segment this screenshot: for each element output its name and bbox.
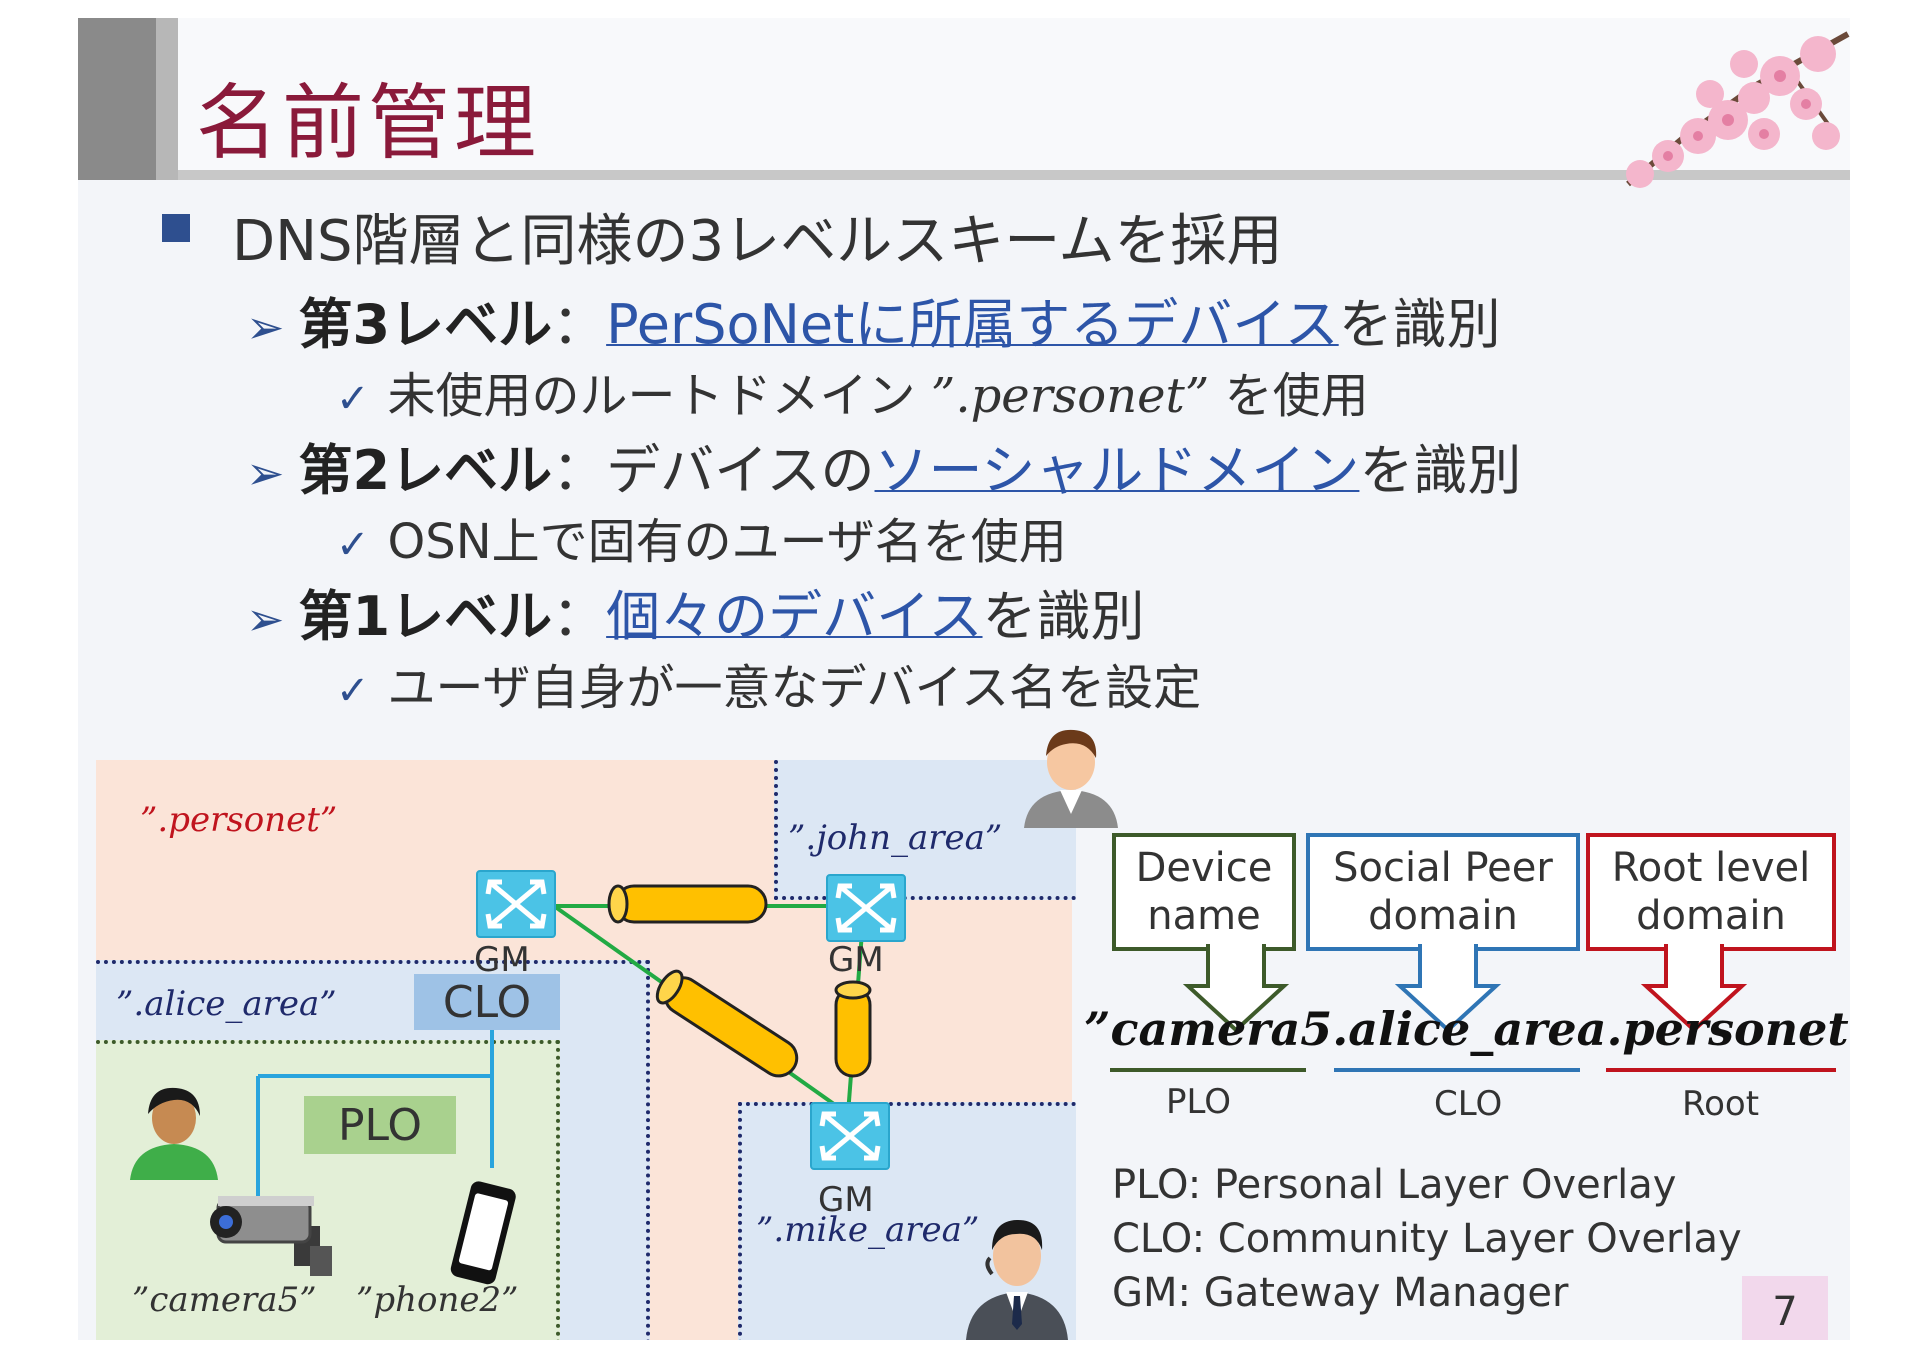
router-icon xyxy=(810,1102,890,1170)
gm-label: GM xyxy=(828,940,884,980)
level1-heading: 第1レベル xyxy=(298,585,553,648)
level1-link[interactable]: 個々のデバイス xyxy=(606,585,983,648)
gm-label: GM xyxy=(818,1180,874,1220)
level1-colon: ： xyxy=(552,585,607,648)
fqdn-social-part: alice_area xyxy=(1348,1002,1607,1056)
check-icon: ✓ xyxy=(336,376,370,422)
level3-sub-post: を使用 xyxy=(1209,368,1369,424)
device-underline xyxy=(1110,1068,1306,1072)
router-icon xyxy=(826,874,906,942)
level1-sub-text: ユーザ自身が一意なデバイス名を設定 xyxy=(387,660,1202,716)
device-name-box: Device name xyxy=(1112,833,1296,951)
level3-sub-pre: 未使用のルートドメイン xyxy=(387,368,931,424)
fqdn-open-quote: ” xyxy=(1084,1002,1111,1056)
level3-bullet: ➢第3レベル：PerSoNetに所属するデバイスを識別 xyxy=(246,280,1501,359)
social-underline xyxy=(1334,1068,1580,1072)
fqdn-device-part: camera5 xyxy=(1110,1002,1333,1056)
level2-sub: ✓ OSN上で固有のユーザ名を使用 xyxy=(336,502,1067,572)
level3-heading: 第3レベル xyxy=(298,293,553,356)
fqdn-dot: . xyxy=(1606,1002,1623,1056)
mike-area-label: ”.mike_area” xyxy=(756,1210,980,1250)
root-underline xyxy=(1606,1068,1836,1072)
fqdn-example: ”camera5.alice_area.personet” xyxy=(1084,1002,1850,1056)
person-icon xyxy=(966,1220,1068,1340)
slide: 名前管理 DNS階層と同様の3レベルスキームを採用 ➢第3レベル：PerSoNe… xyxy=(78,18,1850,1340)
john-area-zone xyxy=(774,760,1076,900)
level1-bullet: ➢第1レベル：個々のデバイスを識別 xyxy=(246,572,1145,651)
level3-link[interactable]: PerSoNetに所属するデバイス xyxy=(606,293,1339,356)
definition-gm: GM: Gateway Manager xyxy=(1112,1270,1569,1316)
level1-sub: ✓ ユーザ自身が一意なデバイス名を設定 xyxy=(336,648,1201,718)
level2-link[interactable]: ソーシャルドメイン xyxy=(874,439,1360,502)
level2-pre: デバイスの xyxy=(606,439,875,502)
level3-colon: ： xyxy=(552,293,607,356)
legend-arrows xyxy=(1182,944,1748,1033)
main-bullet-text: DNS階層と同様の3レベルスキームを採用 xyxy=(232,209,1283,274)
check-icon: ✓ xyxy=(336,668,370,714)
arrow-bullet-icon: ➢ xyxy=(246,300,285,354)
tunnel-icon xyxy=(607,884,768,924)
level3-sub-code: ”.personet” xyxy=(930,368,1210,424)
bullet-square-icon xyxy=(162,214,190,242)
level2-colon: ： xyxy=(552,439,607,502)
phone2-label: ”phone2” xyxy=(356,1280,519,1320)
gm-label: GM xyxy=(474,940,530,980)
person-icon xyxy=(130,1087,218,1180)
person-icon xyxy=(1024,729,1118,828)
definition-plo: PLO: Personal Layer Overlay xyxy=(1112,1162,1677,1208)
alice-area-label: ”.alice_area” xyxy=(116,984,337,1024)
fqdn-dot: . xyxy=(1332,1002,1349,1056)
smartphone-icon xyxy=(450,1181,516,1285)
arrow-bullet-icon: ➢ xyxy=(246,592,285,646)
level1-tail: を識別 xyxy=(982,585,1145,648)
level2-sub-text: OSN上で固有のユーザ名を使用 xyxy=(387,514,1067,570)
john-area-label: ”.john_area” xyxy=(788,818,1003,858)
clo-tag: CLO xyxy=(414,974,560,1030)
social-peer-box: Social Peer domain xyxy=(1306,833,1580,951)
router-icon xyxy=(476,870,556,938)
camera-icon xyxy=(210,1196,332,1276)
title-bar-accent xyxy=(78,18,156,180)
camera5-label: ”camera5” xyxy=(132,1280,317,1320)
check-icon: ✓ xyxy=(336,522,370,568)
tunnel-icon xyxy=(655,969,799,1078)
fqdn-close-quote: ” xyxy=(1849,1002,1850,1056)
plo-tag: PLO xyxy=(304,1096,456,1154)
root-level-box: Root level domain xyxy=(1586,833,1836,951)
cherry-blossom-icon xyxy=(1626,31,1850,188)
abbr-clo: CLO xyxy=(1434,1084,1503,1124)
level3-tail: を識別 xyxy=(1338,293,1501,356)
title-underline xyxy=(178,170,1850,180)
abbr-plo: PLO xyxy=(1166,1082,1231,1122)
level2-heading: 第2レベル xyxy=(298,439,553,502)
title-bar-accent-light xyxy=(156,18,178,180)
definition-clo: CLO: Community Layer Overlay xyxy=(1112,1216,1742,1262)
level3-sub: ✓ 未使用のルートドメイン ”.personet” を使用 xyxy=(336,356,1369,426)
fqdn-root-part: personet xyxy=(1622,1002,1849,1056)
arrow-bullet-icon: ➢ xyxy=(246,446,285,500)
slide-title: 名前管理 xyxy=(196,76,541,171)
page-number: 7 xyxy=(1742,1276,1828,1340)
personet-domain-label: ”.personet” xyxy=(140,800,338,840)
level2-bullet: ➢第2レベル：デバイスのソーシャルドメインを識別 xyxy=(246,426,1521,505)
abbr-root: Root xyxy=(1682,1084,1760,1124)
title-band xyxy=(178,18,1850,170)
level2-tail: を識別 xyxy=(1359,439,1522,502)
tunnel-icon xyxy=(834,980,872,1078)
network-links xyxy=(256,884,872,1198)
